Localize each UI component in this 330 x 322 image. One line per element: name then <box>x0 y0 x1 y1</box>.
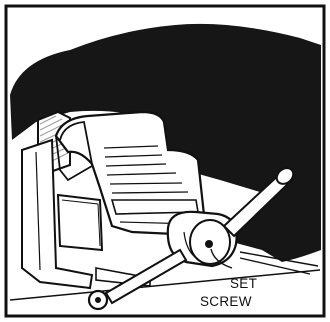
set-screw-label-line1: SET <box>230 276 257 291</box>
set-screw-head <box>205 240 213 248</box>
set-screw-label-line2: SCREW <box>200 294 252 309</box>
